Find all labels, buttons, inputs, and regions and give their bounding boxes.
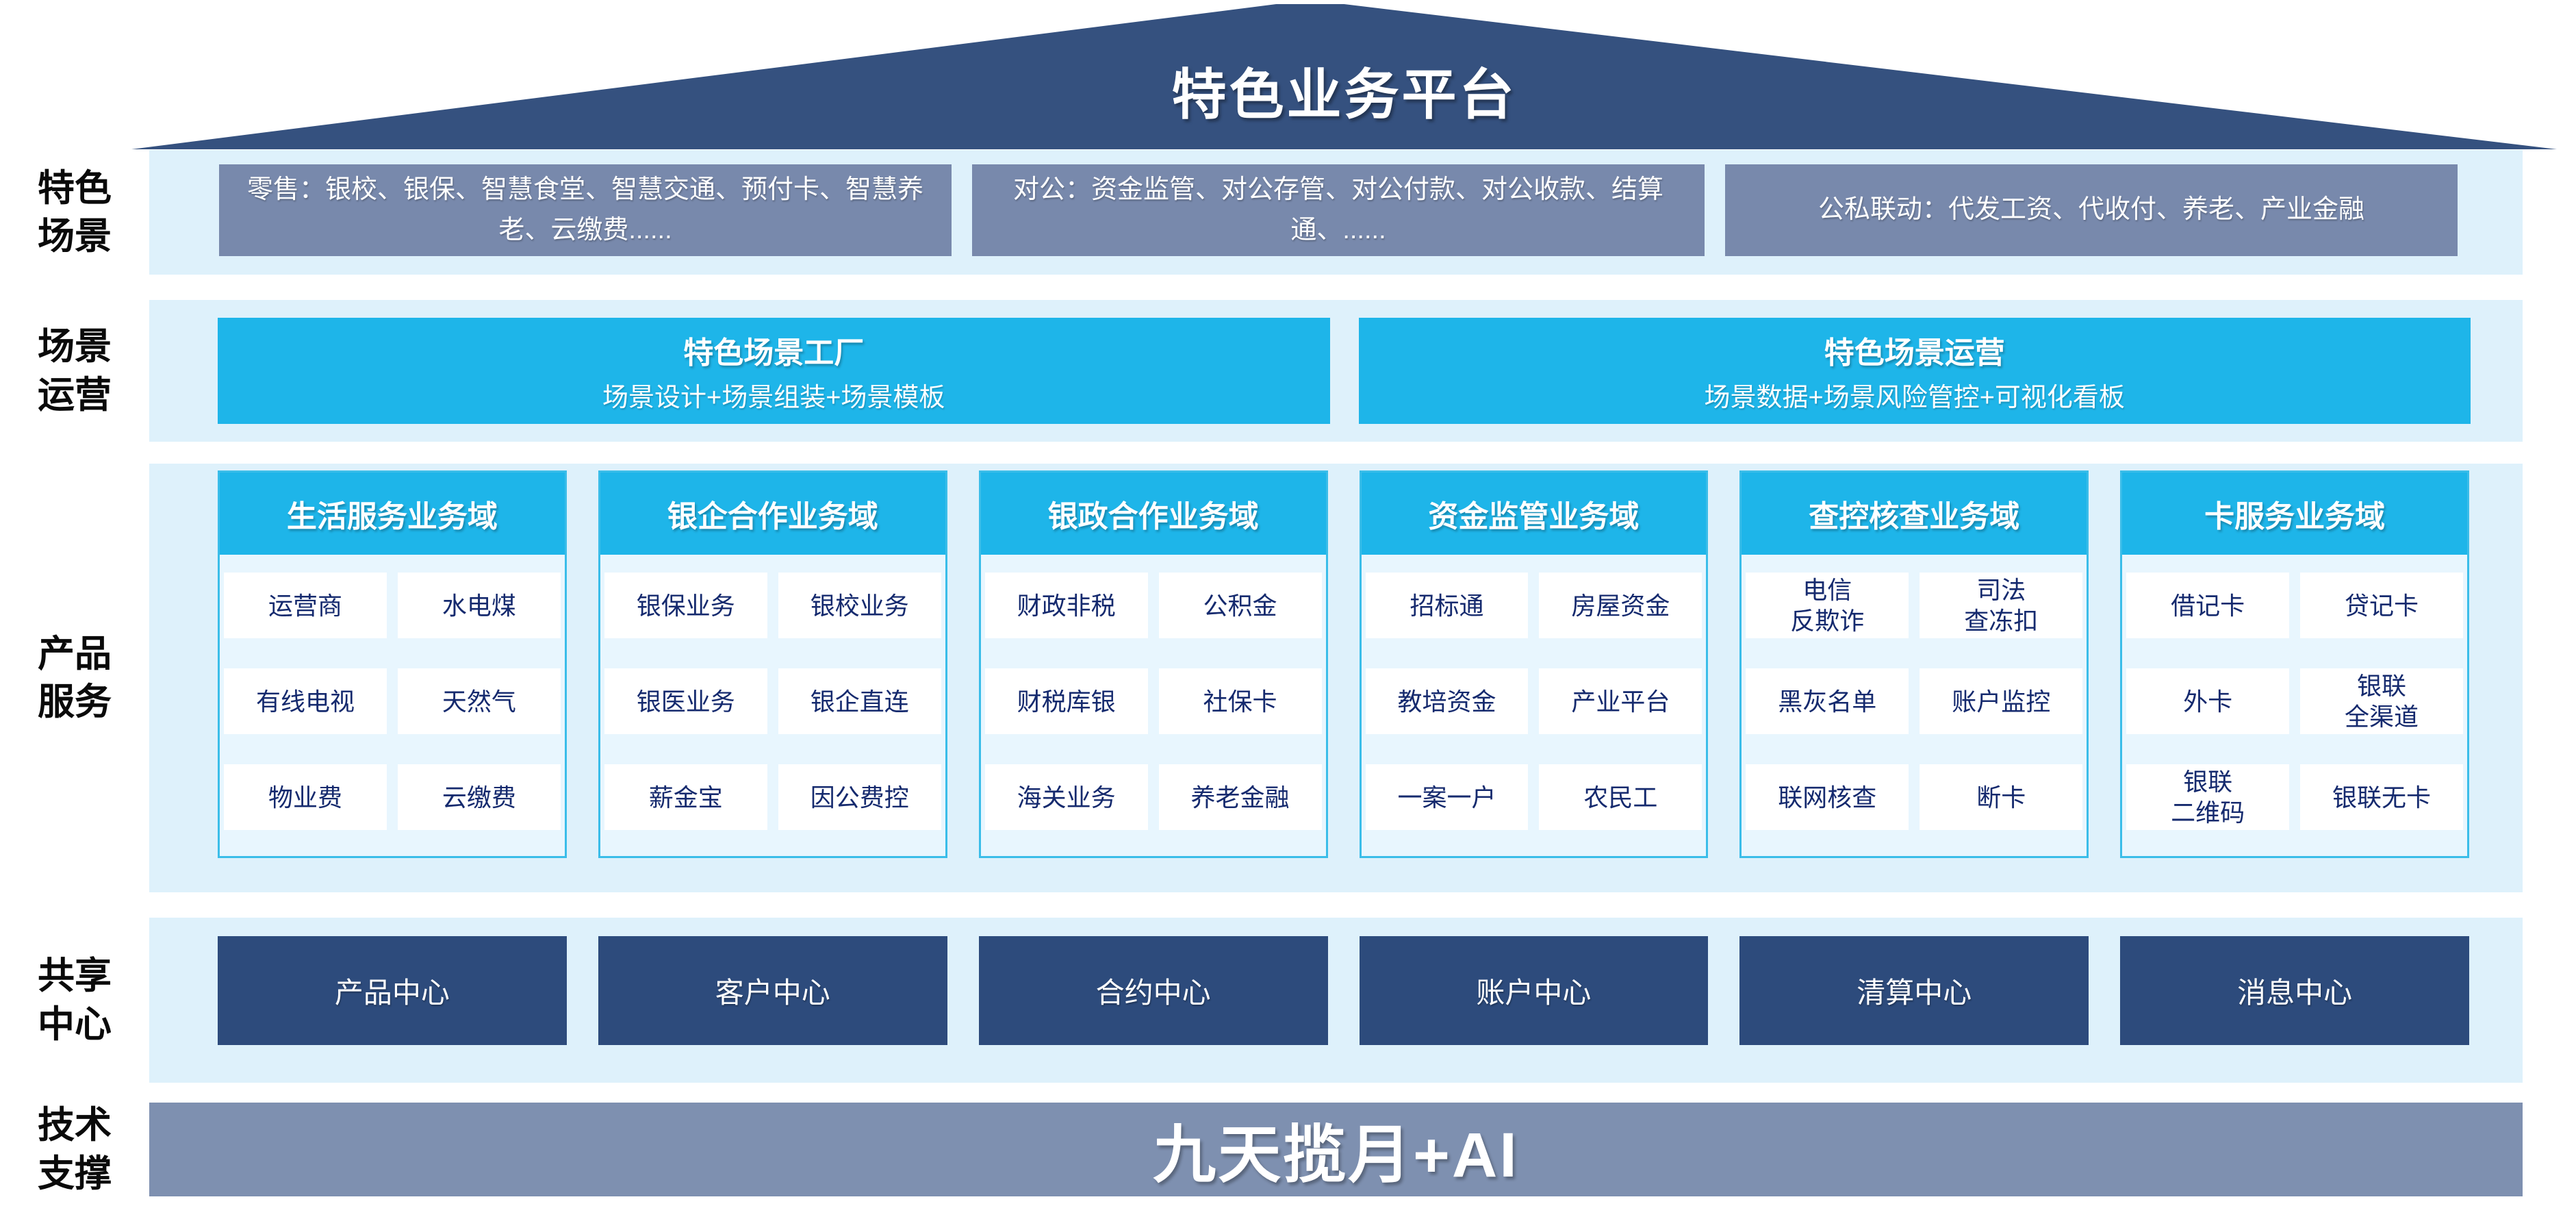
domain-item: 水电煤 — [397, 573, 561, 638]
domain-item: 有线电视 — [224, 668, 387, 734]
domain-item: 外卡 — [2126, 668, 2290, 734]
scene-operation-box: 特色场景运营 场景数据+场景风险管控+可视化看板 — [1358, 318, 2471, 424]
center-box-clearing: 清算中心 — [1739, 936, 2089, 1045]
domain-item: 因公费控 — [778, 764, 941, 830]
domain-item: 银企直连 — [778, 668, 941, 734]
domain-item: 教培资金 — [1365, 668, 1529, 734]
domain-item: 银联 二维码 — [2126, 764, 2290, 830]
domain-panel-fund-supervision: 资金监管业务域 招标通 房屋资金 教培资金 产业平台 一案一户 农民工 — [1359, 470, 1709, 858]
scene-box-public-private: 公私联动：代发工资、代收付、养老、产业金融 — [1725, 164, 2458, 256]
domain-item: 薪金宝 — [604, 764, 767, 830]
domain-body: 运营商 水电煤 有线电视 天然气 物业费 云缴费 — [220, 555, 565, 856]
domain-item: 银联 全渠道 — [2300, 668, 2463, 734]
domain-item: 天然气 — [397, 668, 561, 734]
scene-box-retail: 零售：银校、银保、智慧食堂、智慧交通、预付卡、智慧养老、云缴费...... — [219, 164, 952, 256]
domain-header: 卡服务业务域 — [2122, 473, 2467, 555]
band-product-services: 生活服务业务域 运营商 水电煤 有线电视 天然气 物业费 云缴费 银企合作业务域… — [149, 464, 2523, 892]
domain-header: 生活服务业务域 — [220, 473, 565, 555]
band-featured-scenes: 零售：银校、银保、智慧食堂、智慧交通、预付卡、智慧养老、云缴费...... 对公… — [149, 150, 2523, 275]
scene-factory-box: 特色场景工厂 场景设计+场景组装+场景模板 — [218, 318, 1330, 424]
domain-body: 银保业务 银校业务 银医业务 银企直连 薪金宝 因公费控 — [600, 555, 945, 856]
domain-item: 云缴费 — [397, 764, 561, 830]
domain-panel-life-services: 生活服务业务域 运营商 水电煤 有线电视 天然气 物业费 云缴费 — [218, 470, 567, 858]
row-scene-operation: 场景 运营 特色场景工厂 场景设计+场景组装+场景模板 特色场景运营 场景数据+… — [0, 300, 2576, 442]
domain-item: 公积金 — [1158, 573, 1322, 638]
row-featured-scenes: 特色 场景 零售：银校、银保、智慧食堂、智慧交通、预付卡、智慧养老、云缴费...… — [0, 150, 2576, 275]
domain-item: 海关业务 — [984, 764, 1148, 830]
domain-item: 借记卡 — [2126, 573, 2290, 638]
domain-item: 财政非税 — [984, 573, 1148, 638]
platform-roof: 特色业务平台 — [131, 4, 2557, 149]
domain-body: 招标通 房屋资金 教培资金 产业平台 一案一户 农民工 — [1362, 555, 1707, 856]
scene-box-corporate: 对公：资金监管、对公存管、对公付款、对公收款、结算通、...... — [972, 164, 1705, 256]
row-tech-support: 技术 支撑 九天揽月+AI — [0, 1103, 2576, 1196]
domain-header: 银政合作业务域 — [980, 473, 1326, 555]
row-label-product-services: 产品 服务 — [38, 633, 112, 722]
domain-header: 资金监管业务域 — [1361, 473, 1707, 555]
row-label-shared-centers: 共享 中心 — [38, 955, 112, 1045]
domain-panel-bank-enterprise: 银企合作业务域 银保业务 银校业务 银医业务 银企直连 薪金宝 因公费控 — [598, 470, 947, 858]
platform-title: 特色业务平台 — [1171, 64, 1517, 125]
domain-item: 养老金融 — [1158, 764, 1322, 830]
domain-item: 黑灰名单 — [1746, 668, 1909, 734]
domain-item: 断卡 — [1920, 764, 2083, 830]
row-label-featured-scenes: 特色 场景 — [38, 167, 112, 257]
domain-item: 一案一户 — [1365, 764, 1529, 830]
row-product-services: 产品 服务 生活服务业务域 运营商 水电煤 有线电视 天然气 物业费 云缴费 银… — [0, 464, 2576, 892]
domain-item: 账户监控 — [1920, 668, 2083, 734]
domain-item: 运营商 — [224, 573, 387, 638]
scene-operation-subtitle: 场景数据+场景风险管控+可视化看板 — [1704, 384, 2125, 412]
domain-item: 银医业务 — [604, 668, 767, 734]
row-shared-centers: 共享 中心 产品中心 客户中心 合约中心 账户中心 清算中心 消息中心 — [0, 918, 2576, 1083]
center-box-message: 消息中心 — [2120, 936, 2469, 1045]
scene-factory-subtitle: 场景设计+场景组装+场景模板 — [602, 384, 945, 412]
center-box-account: 账户中心 — [1359, 936, 1709, 1045]
center-box-customer: 客户中心 — [598, 936, 947, 1045]
center-box-product: 产品中心 — [218, 936, 567, 1045]
domain-panel-bank-government: 银政合作业务域 财政非税 公积金 财税库银 社保卡 海关业务 养老金融 — [978, 470, 1328, 858]
domain-item: 财税库银 — [984, 668, 1148, 734]
scene-factory-title: 特色场景工厂 — [683, 336, 865, 370]
center-box-contract: 合约中心 — [978, 936, 1328, 1045]
domain-item: 贷记卡 — [2300, 573, 2463, 638]
domain-header: 查控核查业务域 — [1742, 473, 2087, 555]
domain-panel-inspection-verification: 查控核查业务域 电信 反欺诈 司法 查冻扣 黑灰名单 账户监控 联网核查 断卡 — [1739, 470, 2089, 858]
domain-header: 银企合作业务域 — [600, 473, 945, 555]
domain-item: 电信 反欺诈 — [1746, 573, 1909, 638]
tech-support-bar: 九天揽月+AI — [149, 1103, 2523, 1196]
domain-item: 司法 查冻扣 — [1920, 573, 2083, 638]
band-scene-operation: 特色场景工厂 场景设计+场景组装+场景模板 特色场景运营 场景数据+场景风险管控… — [149, 300, 2523, 442]
domain-body: 借记卡 贷记卡 外卡 银联 全渠道 银联 二维码 银联无卡 — [2122, 555, 2467, 856]
scene-operation-title: 特色场景运营 — [1824, 336, 2005, 370]
domain-item: 产业平台 — [1539, 668, 1703, 734]
row-label-scene-operation: 场景 运营 — [38, 326, 112, 416]
row-label-tech-support: 技术 支撑 — [38, 1105, 112, 1194]
domain-item: 农民工 — [1539, 764, 1703, 830]
domain-item: 联网核查 — [1746, 764, 1909, 830]
domain-panel-card-services: 卡服务业务域 借记卡 贷记卡 外卡 银联 全渠道 银联 二维码 银联无卡 — [2120, 470, 2469, 858]
domain-item: 社保卡 — [1158, 668, 1322, 734]
domain-item: 物业费 — [224, 764, 387, 830]
domain-item: 房屋资金 — [1539, 573, 1703, 638]
domain-item: 招标通 — [1365, 573, 1529, 638]
domain-item: 银联无卡 — [2300, 764, 2463, 830]
domain-item: 银保业务 — [604, 573, 767, 638]
domain-item: 银校业务 — [778, 573, 941, 638]
domain-body: 电信 反欺诈 司法 查冻扣 黑灰名单 账户监控 联网核查 断卡 — [1742, 555, 2087, 856]
band-shared-centers: 产品中心 客户中心 合约中心 账户中心 清算中心 消息中心 — [149, 918, 2523, 1083]
domain-body: 财政非税 公积金 财税库银 社保卡 海关业务 养老金融 — [981, 555, 1326, 856]
